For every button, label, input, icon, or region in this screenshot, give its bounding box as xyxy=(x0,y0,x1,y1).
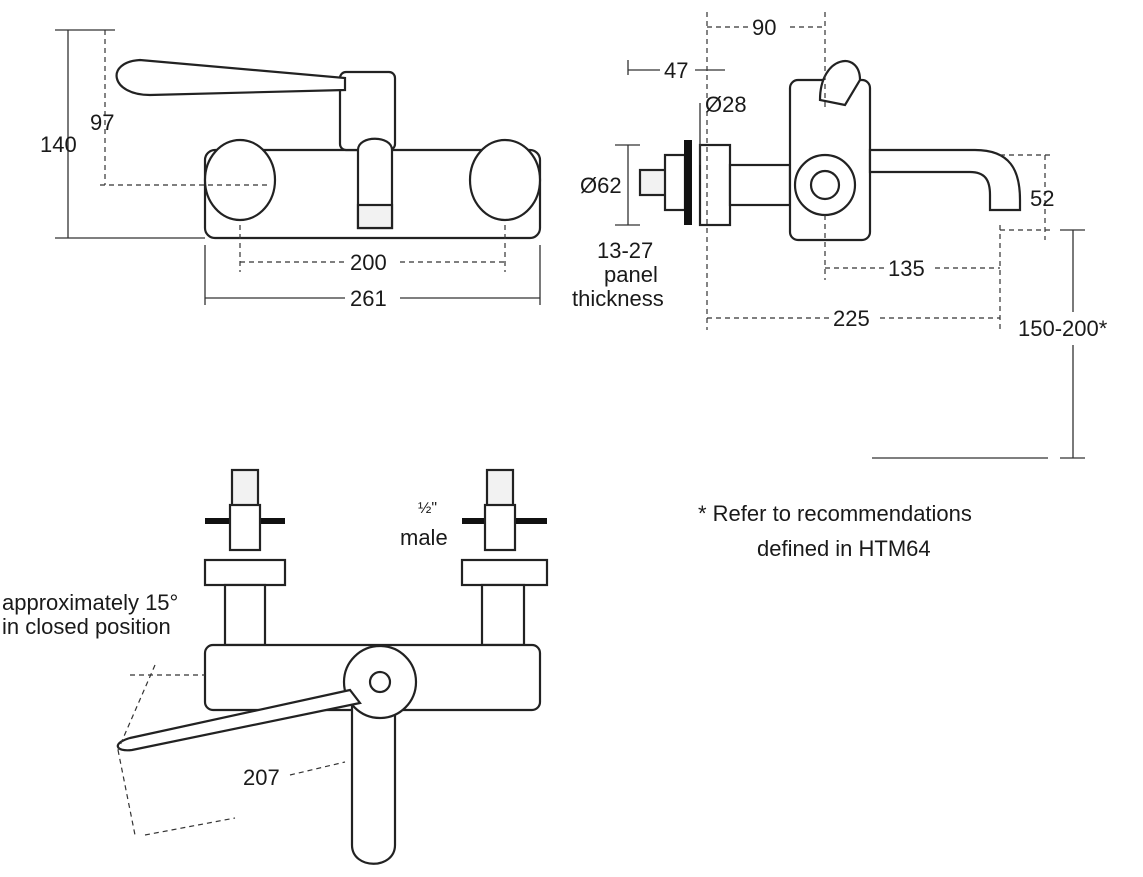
spout-side xyxy=(868,148,1022,212)
dim-dia62: Ø62 xyxy=(580,173,622,198)
left-inlet xyxy=(203,468,287,647)
dim-97: 97 xyxy=(90,110,114,135)
dim-261: 261 xyxy=(350,286,387,311)
front-view: 140 97 200 261 xyxy=(40,29,542,311)
thread-size: ½" xyxy=(418,500,437,517)
note-line-1: * Refer to recommendations xyxy=(698,501,972,526)
thread-type: male xyxy=(400,525,448,550)
panel-label-3: thickness xyxy=(572,286,664,311)
angle-label-2: in closed position xyxy=(2,614,171,639)
lever-side xyxy=(818,60,862,107)
dim-52: 52 xyxy=(1030,186,1054,211)
note-line-2: defined in HTM64 xyxy=(757,536,931,561)
dim-200: 200 xyxy=(350,250,387,275)
dim-135: 135 xyxy=(888,256,925,281)
right-inlet xyxy=(460,468,549,647)
angle-label-1: approximately 15° xyxy=(2,590,178,615)
plan-view: ½" male approximately 15° in closed posi… xyxy=(2,468,549,865)
side-view: 90 47 Ø28 Ø62 52 13-27 panel thickness 1… xyxy=(572,12,1108,459)
panel-label-1: 13-27 xyxy=(597,238,653,263)
dim-90: 90 xyxy=(752,15,776,40)
dim-207: 207 xyxy=(243,765,280,790)
flange xyxy=(698,143,732,227)
inlet-pipe xyxy=(728,163,792,207)
left-cap xyxy=(203,138,277,222)
panel xyxy=(684,140,692,225)
dim-140: 140 xyxy=(40,132,77,157)
dim-47: 47 xyxy=(664,58,688,83)
right-cap xyxy=(468,138,542,222)
dim-dia28: Ø28 xyxy=(705,92,747,117)
spout-outlet xyxy=(356,203,394,230)
lever-hub xyxy=(338,70,397,152)
nut xyxy=(663,153,687,212)
dim-225: 225 xyxy=(833,306,870,331)
panel-label-2: panel xyxy=(604,262,658,287)
lever-handle xyxy=(115,58,347,97)
dim-150-200: 150-200* xyxy=(1018,316,1108,341)
handle-plan xyxy=(350,698,397,865)
